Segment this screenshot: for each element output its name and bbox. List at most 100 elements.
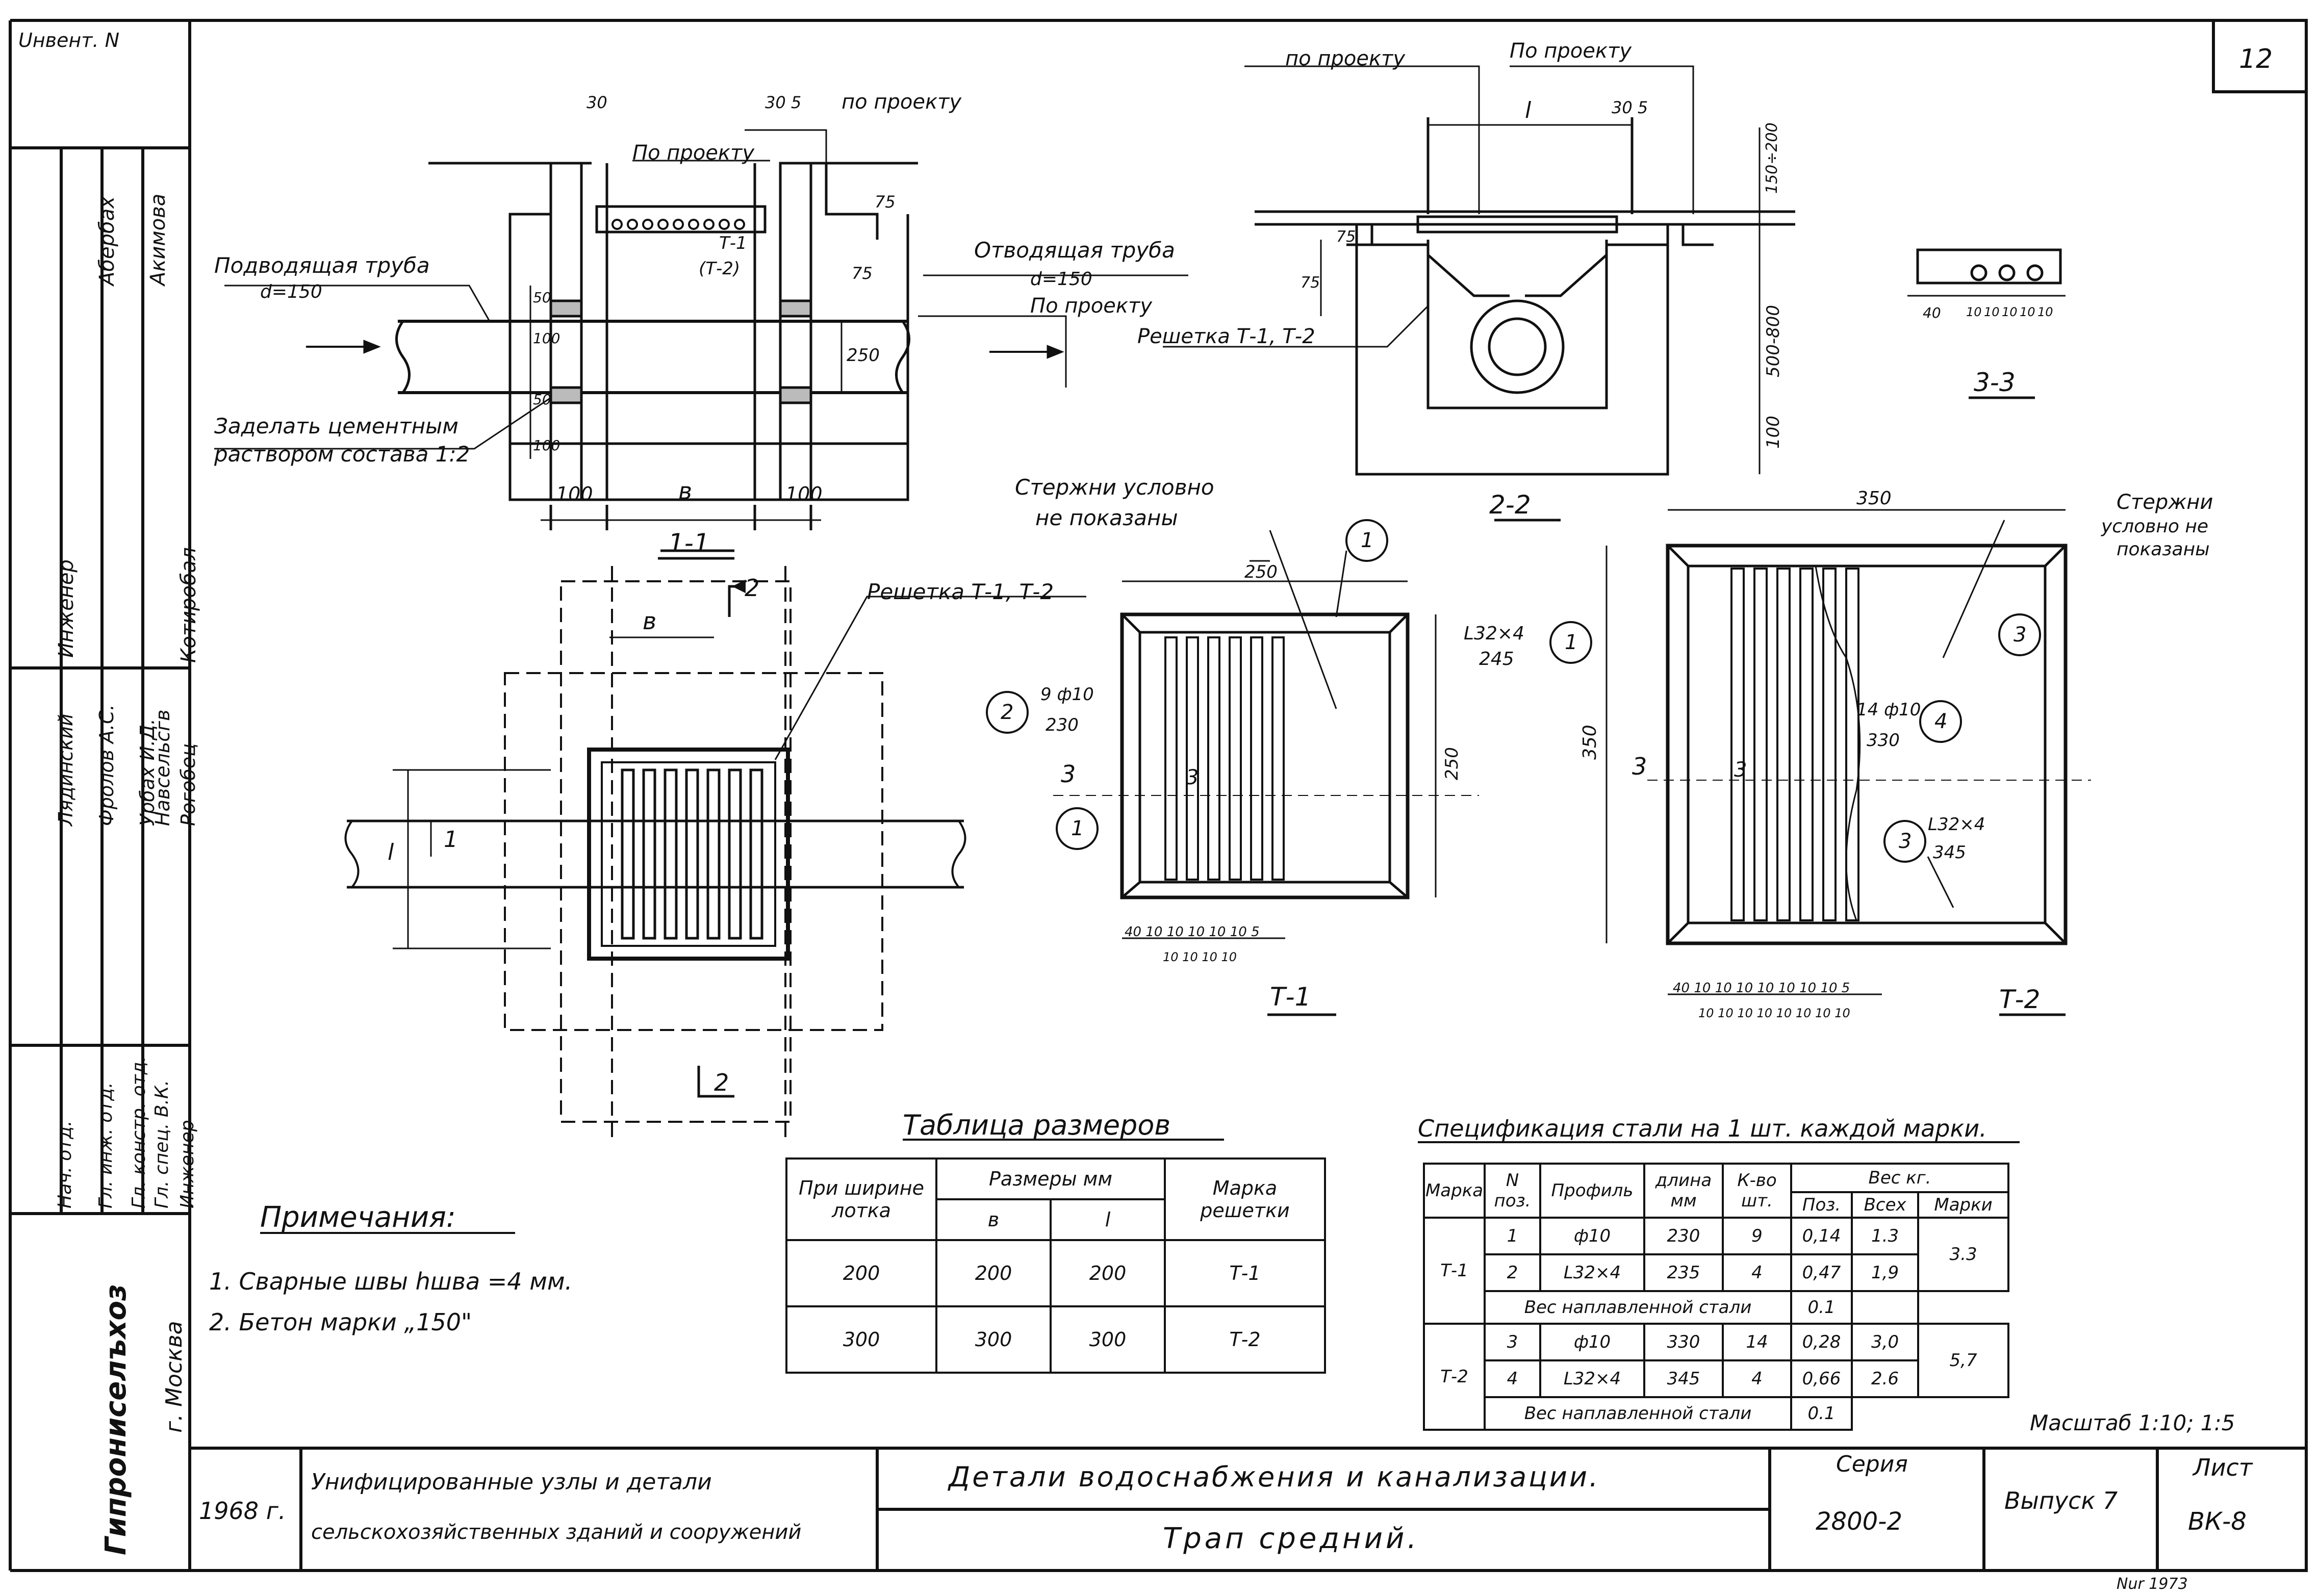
title-drawing: Трап средний. [1163, 1522, 1420, 1555]
spec-table: Марка N поз. Профиль длина мм К-во шт. В… [1423, 1163, 2009, 1431]
s11-dim-100a: 100 [533, 330, 560, 347]
spec-cell: 0.1 [1790, 1290, 1853, 1325]
spec-cell: 4 [1722, 1359, 1792, 1398]
s11-dim-b: в [678, 477, 693, 505]
s11-dim-50b: 50 [533, 391, 551, 408]
spec-h-w-pos: Поз. [1790, 1191, 1853, 1219]
spec-cell: 4 [1722, 1253, 1792, 1292]
t2-angle-pos: 3 [1899, 830, 1912, 853]
t2-rods-note: Стержни [2117, 491, 2213, 514]
stamp-org: Гипрониселъхоз [99, 1284, 133, 1555]
size-table-title: Таблица размеров [903, 1109, 1171, 1141]
t2-caption: Т-2 [1999, 985, 2041, 1014]
size-table-h-mark: Марка решетки [1164, 1157, 1326, 1241]
t1-dim-width: 250 [1244, 562, 1278, 582]
spec-cell: 0,28 [1790, 1323, 1853, 1361]
spec-cell: Вес наплавленной стали [1484, 1290, 1792, 1325]
stamp-role-1: Нач. отд. [55, 1120, 75, 1208]
drawing-frame [188, 19, 2308, 1572]
s11-pipe-out-d: d=150 [1030, 269, 1092, 290]
title-issue: Выпуск 7 [2004, 1487, 2118, 1514]
size-table-h-width: При ширине лотка [785, 1157, 937, 1241]
t1-rod-len: 230 [1046, 715, 1079, 735]
spec-cell-empty [1918, 1291, 2008, 1324]
spec-cell: Т-2 [1423, 1323, 1486, 1431]
s33-dim-6: 10 [2037, 305, 2053, 319]
s11-note: Заделать цементным [214, 414, 458, 439]
t2-rods-note3: показаны [2117, 539, 2210, 560]
stamp-col-3: Инженер [55, 559, 78, 658]
t2-rod-len: 330 [1867, 730, 1900, 751]
scale-label: Масштаб 1:10; 1:5 [2030, 1410, 2235, 1435]
spec-h-pos: N поз. [1484, 1163, 1541, 1219]
s11-dim-right: 100 [785, 483, 823, 505]
spec-cell: 345 [1643, 1359, 1724, 1398]
spec-cell: ф10 [1539, 1217, 1645, 1255]
s11-dim-75b: 75 [852, 264, 873, 283]
s11-pipe-in: Подводящая труба [214, 253, 430, 278]
s22-dim-75a: 75 [1336, 228, 1356, 246]
s11-by-project-3: По проекту [1030, 294, 1153, 318]
plan-drawing [344, 549, 1086, 1137]
spec-cell: L32×4 [1539, 1359, 1645, 1398]
spec-cell: 0,14 [1790, 1217, 1853, 1255]
notes-item-1: 1. Сварные швы hшва =4 мм. [209, 1268, 573, 1295]
t1-rods-note: Стержни условно [1015, 475, 1214, 500]
size-cell: Т-1 [1164, 1239, 1326, 1307]
stamp-role-5: Инженер [177, 1120, 198, 1208]
t1-angle-pos: 1 [1565, 631, 1578, 654]
stamp-name-4: Навсельсгв [151, 709, 174, 826]
s22-by-project-2: По проекту [1510, 39, 1632, 63]
t1-caption: Т-1 [1270, 982, 1311, 1012]
size-cell: 300 [1050, 1305, 1166, 1374]
title-series-1: Унифицированные узлы и детали [311, 1469, 712, 1495]
s22-grate-label: Решетка Т-1, Т-2 [1137, 325, 1315, 348]
table-row: 200 200 200 Т-1 [785, 1239, 1326, 1307]
spec-cell: 4 [1484, 1359, 1541, 1398]
s33-dim-3: 10 [1984, 305, 2000, 319]
size-cell: 300 [935, 1305, 1052, 1374]
inventory-label: Uнвент. N [18, 29, 119, 52]
spec-cell: Т-1 [1423, 1217, 1486, 1325]
stamp-col-4: Котиробал [177, 547, 200, 663]
title-sheet-value: ВК-8 [2188, 1507, 2247, 1536]
stamp-role-4: Гл. спец. В.К. [151, 1080, 172, 1208]
size-cell: Т-2 [1164, 1305, 1326, 1374]
t1-rod-spec: 9 ф10 [1040, 684, 1094, 705]
size-cell: 300 [785, 1305, 937, 1374]
s11-dim-75a: 75 [875, 192, 896, 212]
spec-cell: 3 [1484, 1323, 1541, 1361]
s22-dim-30-5: 30 5 [1612, 98, 1648, 117]
s11-dim-30: 30 [587, 93, 607, 112]
notes-item-2: 2. Бетон марки „150" [209, 1308, 472, 1336]
archive-code: Nur 1973 [2117, 1575, 2188, 1593]
spec-cell: 1,9 [1851, 1253, 1920, 1292]
t2-angle-len: 345 [1933, 842, 1966, 863]
plan-cut-2-top: 2 [745, 574, 760, 602]
plan-grate-label: Решетка Т-1, Т-2 [867, 579, 1054, 604]
section-3-3-drawing [1907, 248, 2066, 399]
s33-dim-1: 40 [1923, 304, 1941, 321]
s22-dim-top: 150÷200 [1763, 122, 1781, 194]
s11-pipe-in-d: d=150 [260, 281, 322, 302]
s11-dim-100b: 100 [533, 437, 560, 454]
stamp-name-5: Рогобец [177, 743, 199, 826]
sheet-number: 12 [2239, 44, 2273, 74]
spec-h-mark: Марка [1423, 1163, 1486, 1219]
stamp-name-2: Фролов А.С. [95, 704, 118, 826]
spec-cell: 0,66 [1790, 1359, 1853, 1398]
t2-bottom-dims: 40 10 10 10 10 10 10 10 5 [1673, 981, 1850, 996]
size-cell: 200 [935, 1239, 1052, 1307]
size-table-h-b: в [935, 1198, 1052, 1241]
s22-dim-depth: 500-800 [1763, 304, 1783, 377]
stamp-col-1: Абербах [95, 196, 119, 286]
plan-cut-2-bottom: 2 [714, 1069, 729, 1096]
spec-cell: 2 [1484, 1253, 1541, 1292]
title-series-value: 2800-2 [1816, 1507, 1903, 1536]
t2-rod-pos: 4 [1934, 710, 1948, 733]
plan-dim-b: в [643, 607, 657, 635]
s22-dim-l: l [1525, 97, 1532, 123]
s11-grate2: (Т-2) [699, 259, 741, 279]
spec-cell: 0,47 [1790, 1253, 1853, 1292]
section-1-1-drawing [214, 129, 1188, 560]
